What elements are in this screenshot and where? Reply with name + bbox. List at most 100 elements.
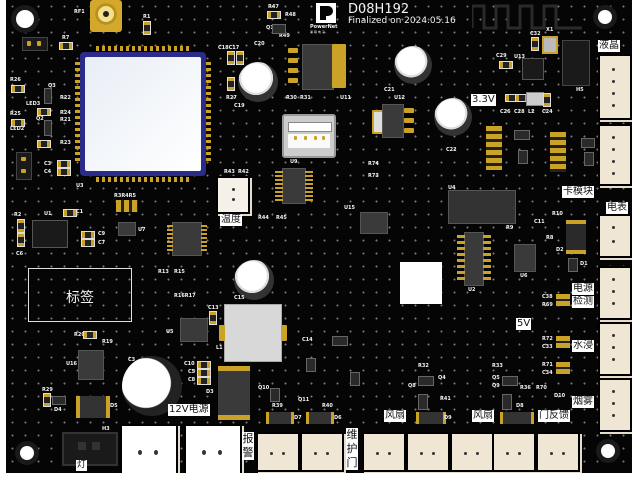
- designator-q3: Q3: [48, 83, 56, 89]
- chip-u2: [457, 232, 491, 286]
- designator-r74: R74: [368, 161, 379, 167]
- transistor-q4: [418, 376, 434, 386]
- connector-meter[interactable]: [598, 214, 632, 258]
- label-lamp: 灯: [76, 460, 88, 471]
- mcu-pins-bottom: [96, 177, 192, 182]
- capacitor-c5: [197, 369, 211, 377]
- designator-r71: R71: [542, 362, 553, 368]
- mcu-module: [80, 52, 206, 176]
- designator-c1: C1: [76, 209, 84, 215]
- label-water-immersion: 水浸: [572, 340, 594, 352]
- connector-maintenance-door-side[interactable]: [300, 432, 344, 472]
- designator-r2: R2: [14, 212, 22, 218]
- designator-c26: C26: [500, 109, 511, 115]
- resistor-r7: [59, 42, 73, 50]
- label-alarm-1: 报: [242, 432, 254, 446]
- capacitor-c13: [209, 311, 217, 325]
- designator-r31: R31: [300, 95, 311, 101]
- header-2pin-vertical: [16, 152, 32, 180]
- designator-c8: C8: [188, 377, 196, 383]
- designator-r23: R23: [60, 140, 71, 146]
- designator-c15: C15: [234, 295, 245, 301]
- connector-power-detect[interactable]: [598, 266, 632, 320]
- designator-d8: D8: [516, 403, 524, 409]
- designator-r19: R19: [102, 339, 113, 345]
- connector-water-immersion[interactable]: [598, 322, 632, 376]
- connector-fan-2[interactable]: [450, 432, 494, 472]
- transistor-q12: [581, 138, 595, 148]
- mcu-pins-top: [96, 46, 192, 51]
- chip-u1: [32, 220, 68, 248]
- designator-led3: LED3: [26, 101, 41, 107]
- designator-u2: U2: [468, 287, 476, 293]
- designator-q14: Q14: [266, 26, 277, 31]
- designator-u9-usb: U9: [290, 159, 298, 165]
- designator-c4: C4: [44, 169, 52, 175]
- designator-u5: U5: [166, 329, 174, 335]
- designator-r40: R40: [322, 403, 333, 409]
- connector-fan-1[interactable]: [406, 432, 450, 472]
- capacitor-c24: [543, 93, 551, 107]
- resistor-array-r3-r5: [116, 200, 138, 212]
- designator-u6: U6: [520, 273, 528, 279]
- designator-r33: R33: [492, 363, 503, 369]
- label-area-text: 标签: [66, 290, 94, 306]
- connector-fan-3[interactable]: [492, 432, 536, 472]
- label-temperature: 温度: [220, 214, 242, 226]
- designator-r72: R72: [542, 336, 553, 342]
- designator-c9: C9: [98, 231, 106, 237]
- designator-r42: R42: [238, 169, 249, 175]
- label-maintenance-door-2: 护: [346, 442, 358, 456]
- relay-u4: [448, 190, 516, 224]
- capacitor-c17: [236, 51, 244, 65]
- chip-u9: [275, 168, 313, 204]
- connector-maintenance-door[interactable]: [362, 432, 406, 472]
- designator-c7: C7: [98, 240, 106, 246]
- designator-r1: R1: [143, 14, 151, 20]
- logo-subtext: 鸿 联 电 子: [310, 30, 325, 34]
- resistor-r29: [43, 393, 51, 407]
- connector-12v-input-1[interactable]: [120, 424, 178, 473]
- connector-12v-input-2[interactable]: [184, 424, 242, 473]
- connector-door-feedback[interactable]: [536, 432, 580, 472]
- voltage-label-3v3: 3.3V: [471, 94, 496, 106]
- resistor-r1: [143, 21, 151, 35]
- designator-l1: L1: [216, 345, 223, 351]
- label-power-detect-1: 电源: [572, 283, 594, 295]
- designator-c20: C20: [254, 41, 265, 47]
- designator-c24: C24: [542, 109, 553, 115]
- designator-c32: C32: [530, 31, 541, 37]
- header-2pin: [22, 37, 48, 51]
- voltage-label-5v: 5V: [516, 318, 532, 330]
- chip-u15: [360, 212, 388, 234]
- capacitor-c29: [499, 61, 513, 69]
- diode-d1: [568, 258, 578, 272]
- designator-r43: R43: [224, 169, 235, 175]
- designator-r10: R10: [552, 211, 563, 217]
- mcu-pins-left: [75, 62, 80, 162]
- chip-u7: [118, 222, 136, 236]
- designator-h3: H3: [102, 426, 110, 432]
- designator-q11: Q11: [298, 397, 310, 403]
- connector-smoke[interactable]: [598, 378, 632, 432]
- designator-c3: C3: [44, 161, 52, 167]
- designator-r26: R26: [10, 77, 21, 83]
- label-power-detect-2: 检测: [572, 296, 594, 308]
- designator-c22: C22: [446, 147, 457, 153]
- chip-u6: [514, 244, 536, 272]
- designator-c38: C38: [542, 294, 553, 300]
- connector-lcd[interactable]: [598, 54, 632, 120]
- designator-c6: C6: [16, 251, 24, 257]
- designator-c5: C5: [188, 369, 196, 375]
- connector-temperature[interactable]: [216, 176, 250, 214]
- diode-d5: [76, 396, 110, 418]
- connector-card-module[interactable]: [598, 124, 632, 186]
- label-maintenance-door-1: 维: [346, 428, 358, 442]
- designator-r36: R36: [520, 385, 531, 391]
- designator-u12: U12: [394, 95, 406, 101]
- connector-lamp[interactable]: [62, 432, 118, 466]
- designator-c13: C13: [208, 305, 219, 311]
- capacitor-c8: [197, 377, 211, 385]
- designator-c11: C11: [534, 219, 545, 225]
- connector-alarm[interactable]: [256, 432, 300, 472]
